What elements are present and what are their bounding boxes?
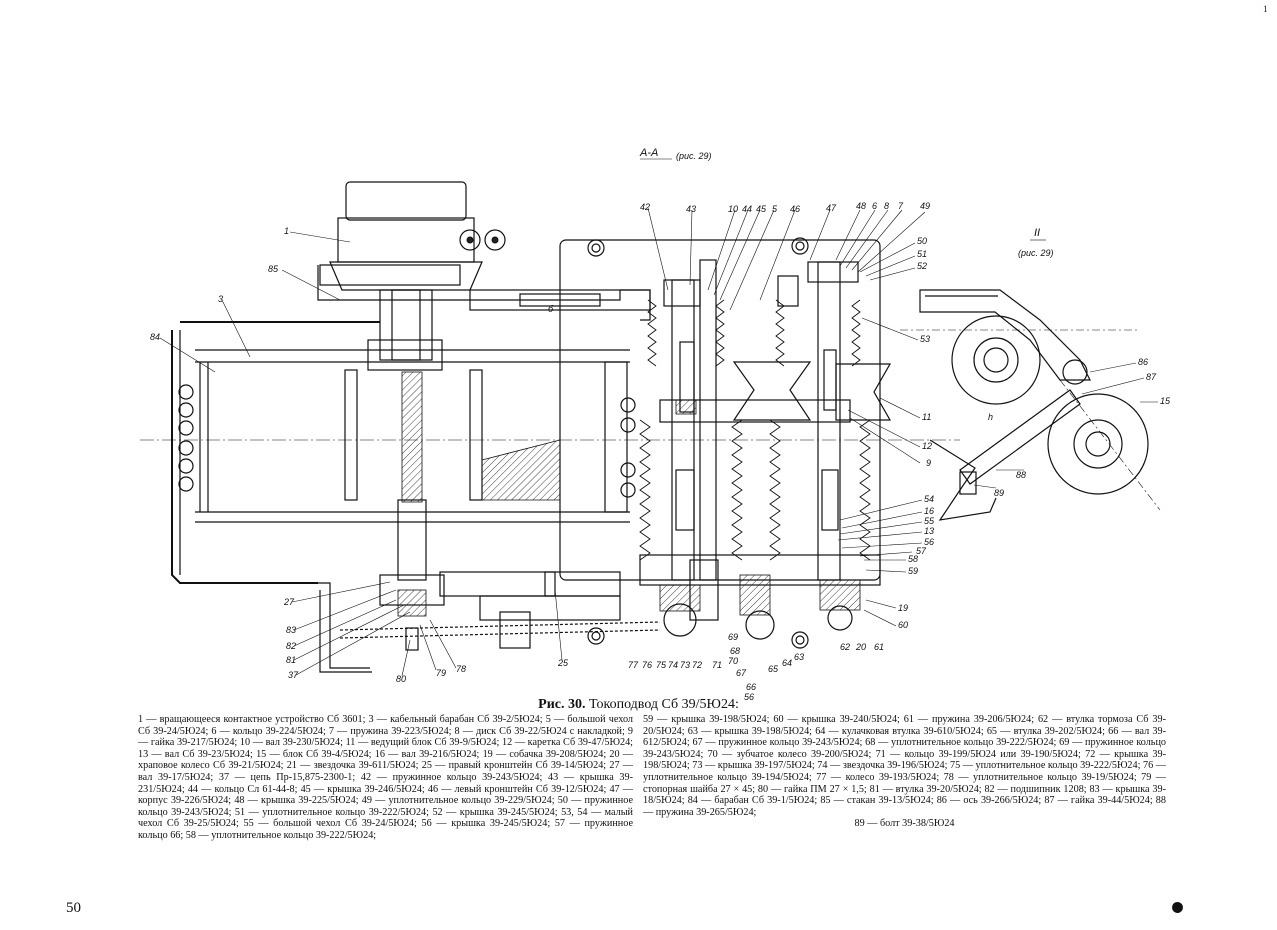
label-3: 3 bbox=[218, 294, 223, 304]
legend-right-text: 59 — крышка 39-198/5Ю24; 60 — крышка 39-… bbox=[643, 714, 1166, 818]
label-78: 78 bbox=[456, 664, 466, 674]
label-12: 12 bbox=[922, 441, 932, 451]
label-80: 80 bbox=[396, 674, 406, 684]
springs-right bbox=[769, 299, 871, 561]
label-67: 67 bbox=[736, 668, 747, 678]
label-6: 6 bbox=[872, 201, 877, 211]
ink-blot bbox=[1170, 900, 1185, 915]
label-76: 76 bbox=[642, 660, 652, 670]
label-65: 65 bbox=[768, 664, 779, 674]
bottom-gear-assembly bbox=[639, 554, 881, 640]
label-9: 9 bbox=[926, 458, 931, 468]
label-5: 5 bbox=[772, 204, 778, 214]
lower-bracket bbox=[318, 571, 621, 673]
label-84: 84 bbox=[150, 332, 160, 342]
label-25: 25 bbox=[557, 658, 569, 668]
upper-shaft-housing bbox=[367, 289, 443, 371]
label-69: 69 bbox=[728, 632, 738, 642]
chain bbox=[339, 611, 661, 651]
label-57: 57 bbox=[916, 546, 927, 556]
part-labels: 1 85 3 84 27 83 82 81 37 80 79 78 25 77 … bbox=[150, 201, 1171, 700]
label-51: 51 bbox=[917, 249, 927, 259]
label-45: 45 bbox=[756, 204, 767, 214]
label-64: 64 bbox=[782, 658, 792, 668]
label-1: 1 bbox=[284, 226, 289, 236]
label-85: 85 bbox=[268, 264, 279, 274]
label-27: 27 bbox=[283, 597, 295, 607]
label-74: 74 bbox=[668, 660, 678, 670]
label-82: 82 bbox=[286, 641, 296, 651]
section-reference: (рис. 29) bbox=[676, 151, 712, 161]
label-13: 13 bbox=[924, 526, 934, 536]
label-86: 86 bbox=[1138, 357, 1148, 367]
label-20: 20 bbox=[855, 642, 866, 652]
label-71: 71 bbox=[712, 660, 722, 670]
label-19: 19 bbox=[898, 603, 908, 613]
label-73: 73 bbox=[680, 660, 690, 670]
springs-left bbox=[639, 299, 743, 561]
label-37: 37 bbox=[288, 670, 299, 680]
figure-caption: Рис. 30. Токоподвод Сб 39/5Ю24: bbox=[0, 697, 1277, 713]
label-15: 15 bbox=[1160, 396, 1171, 406]
label-62: 62 bbox=[840, 642, 850, 652]
label-61: 61 bbox=[874, 642, 884, 652]
label-50: 50 bbox=[917, 236, 927, 246]
contact-device bbox=[329, 181, 506, 291]
label-75: 75 bbox=[656, 660, 667, 670]
page-number: 50 bbox=[66, 900, 81, 916]
label-b: б bbox=[548, 304, 554, 314]
label-56: 56 bbox=[744, 692, 754, 700]
label-16: 16 bbox=[924, 506, 934, 516]
leader-lines bbox=[159, 207, 1158, 677]
label-79: 79 bbox=[436, 668, 446, 678]
corner-mark: 1 bbox=[1263, 4, 1268, 14]
label-89: 89 bbox=[994, 488, 1004, 498]
label-88: 88 bbox=[1016, 470, 1026, 480]
label-47: 47 bbox=[826, 203, 837, 213]
legend-left-text: 1 — вращающееся контактное устройство Сб… bbox=[138, 714, 633, 841]
view-ii-assembly bbox=[900, 289, 1161, 521]
label-70: 70 bbox=[728, 656, 738, 666]
label-h: h bbox=[988, 412, 993, 422]
label-7: 7 bbox=[898, 201, 904, 211]
label-44: 44 bbox=[742, 204, 752, 214]
legend-right-last: 89 — болт 39-38/5Ю24 bbox=[854, 818, 955, 830]
label-66: 66 bbox=[746, 682, 756, 692]
main-shaft bbox=[379, 371, 445, 617]
label-56b: 56 bbox=[924, 537, 934, 547]
label-83: 83 bbox=[286, 625, 296, 635]
label-60: 60 bbox=[898, 620, 908, 630]
label-8: 8 bbox=[884, 201, 889, 211]
label-10: 10 bbox=[728, 204, 738, 214]
outer-cover bbox=[171, 321, 380, 584]
main-housing: б bbox=[317, 237, 881, 649]
view-ii-reference: (рис. 29) bbox=[1018, 248, 1054, 258]
label-49: 49 bbox=[920, 201, 930, 211]
cable-drum bbox=[178, 349, 636, 523]
section-title: А-А bbox=[639, 147, 658, 159]
label-42: 42 bbox=[640, 202, 650, 212]
label-11: 11 bbox=[922, 412, 931, 422]
label-55: 55 bbox=[924, 516, 935, 526]
label-87: 87 bbox=[1146, 372, 1157, 382]
label-72: 72 bbox=[692, 660, 702, 670]
label-48: 48 bbox=[856, 201, 866, 211]
label-53: 53 bbox=[920, 334, 930, 344]
label-77: 77 bbox=[628, 660, 639, 670]
label-52: 52 bbox=[917, 261, 927, 271]
label-43: 43 bbox=[686, 204, 696, 214]
label-63: 63 bbox=[794, 652, 804, 662]
legend-left-column: 1 — вращающееся контактное устройство Сб… bbox=[138, 714, 633, 842]
label-68: 68 bbox=[730, 646, 740, 656]
technical-drawing: А-А (рис. 29) II (рис. 29) б bbox=[140, 147, 1171, 700]
figure-title: Токоподвод Сб 39/5Ю24: bbox=[589, 697, 739, 712]
label-81: 81 bbox=[286, 655, 296, 665]
label-58: 58 bbox=[908, 554, 918, 564]
label-59: 59 bbox=[908, 566, 918, 576]
label-54: 54 bbox=[924, 494, 934, 504]
legend-right-column: 59 — крышка 39-198/5Ю24; 60 — крышка 39-… bbox=[643, 714, 1166, 830]
view-ii-title: II bbox=[1034, 227, 1040, 239]
figure-number: Рис. 30. bbox=[538, 697, 586, 712]
label-46: 46 bbox=[790, 204, 800, 214]
